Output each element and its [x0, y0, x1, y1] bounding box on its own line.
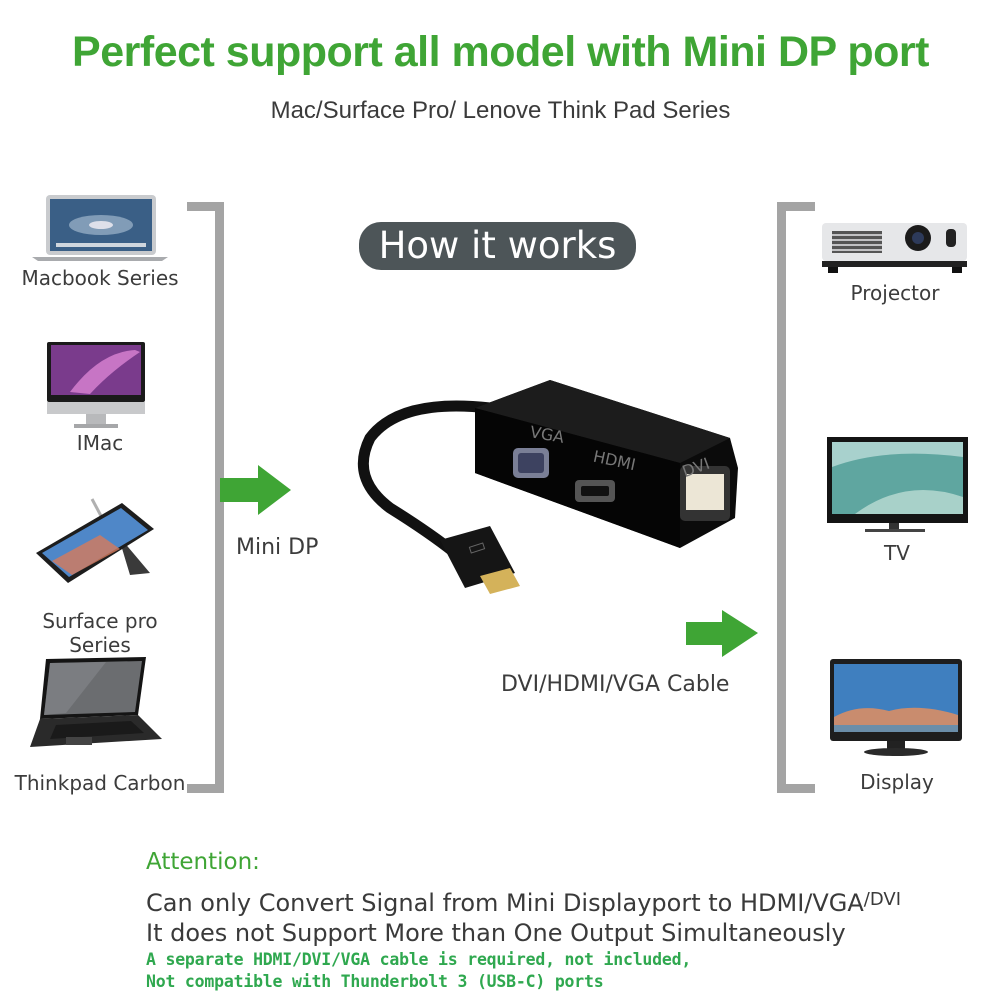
arrow-right-icon: [220, 465, 291, 515]
output-label: DVI/HDMI/VGA Cable: [501, 672, 730, 697]
tablet-icon: [36, 498, 154, 583]
input-label: Mini DP: [236, 535, 319, 560]
output-label-display: Display: [860, 770, 934, 794]
note-line-3: A separate HDMI/DVI/VGA cable is require…: [146, 950, 692, 969]
page-title: Perfect support all model with Mini DP p…: [72, 28, 929, 76]
source-device-thinkpad: Thinkpad Carbon: [15, 655, 185, 795]
attention-heading: Attention:: [146, 849, 260, 875]
source-label-imac: IMac: [76, 431, 124, 455]
source-device-imac: IMac: [30, 342, 170, 462]
right-bracket-vertical: [777, 202, 786, 793]
note-line-1-suffix: /DVI: [863, 889, 902, 910]
right-bracket-top: [777, 202, 815, 211]
source-label-surface: Surface pro Series: [42, 609, 158, 657]
how-it-works-badge: How it works: [359, 222, 636, 270]
note-line-2: It does not Support More than One Output…: [146, 919, 846, 947]
left-bracket-vertical: [215, 202, 224, 793]
left-bracket-bottom: [187, 784, 224, 793]
output-label-tv: TV: [884, 541, 910, 565]
laptop-icon: [30, 657, 162, 747]
output-device-display: Display: [829, 659, 964, 799]
desktop-monitor-icon: [47, 342, 145, 428]
monitor-icon: [830, 659, 962, 756]
note-line-1: Can only Convert Signal from Mini Displa…: [146, 889, 901, 917]
page-subtitle: Mac/Surface Pro/ Lenove Think Pad Series: [270, 97, 731, 124]
source-device-surface: Surface pro Series: [30, 495, 170, 657]
source-label-macbook: Macbook Series: [21, 266, 179, 290]
adapter-icon: [357, 380, 738, 594]
left-bracket-top: [187, 202, 224, 211]
tv-icon: [827, 437, 968, 532]
projector-icon: [822, 223, 967, 273]
right-bracket-bottom: [777, 784, 815, 793]
laptop-icon: [32, 195, 168, 261]
arrow-right-icon: [686, 610, 758, 657]
note-line-4: Not compatible with Thunderbolt 3 (USB-C…: [146, 972, 604, 991]
output-device-projector: Projector: [820, 215, 970, 310]
output-label-projector: Projector: [850, 281, 940, 305]
note-line-1-text: Can only Convert Signal from Mini Displa…: [146, 889, 864, 917]
source-label-thinkpad: Thinkpad Carbon: [14, 771, 186, 795]
adapter-product: VGA HDMI DVI: [340, 378, 740, 598]
output-device-tv: TV: [825, 437, 970, 567]
source-device-macbook: Macbook Series: [21, 193, 179, 293]
